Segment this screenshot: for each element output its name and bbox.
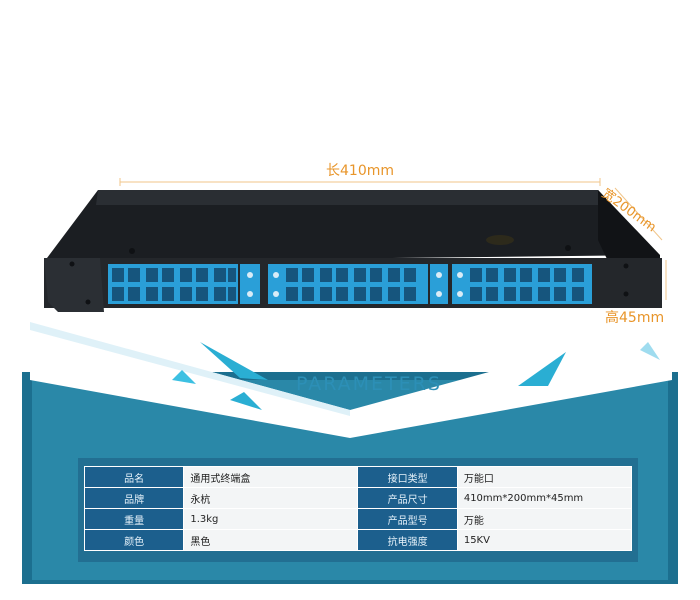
spec-key: 品牌: [83, 487, 185, 509]
port-group-3: [452, 264, 592, 304]
table-row: 品牌 永杭 产品尺寸 410mm*200mm*45mm: [83, 487, 633, 509]
spec-value: 15KV: [456, 529, 633, 551]
spec-value: 通用式终端盒: [183, 466, 359, 488]
dimension-length: 长410mm: [326, 163, 394, 179]
table-row: 重量 1.3kg 产品型号 万能: [83, 508, 633, 530]
deco-triangle-3: [230, 392, 262, 410]
spec-value: 万能口: [456, 466, 633, 488]
spec-key: 产品型号: [357, 508, 458, 530]
deco-triangle-5: [640, 342, 660, 360]
deco-triangle-2: [172, 370, 196, 384]
port-group-2: [268, 264, 428, 304]
mounting-ear-left: [44, 258, 104, 312]
spec-key: 接口类型: [357, 466, 458, 488]
spec-key: 抗电强度: [357, 529, 458, 551]
spec-value: 万能: [456, 508, 633, 530]
spec-value: 410mm*200mm*45mm: [456, 487, 633, 509]
deco-triangle-1: [200, 342, 268, 380]
table-row: 品名 通用式终端盒 接口类型 万能口: [83, 466, 633, 488]
dimension-height: 高45mm: [605, 310, 665, 326]
table-row: 颜色 黑色 抗电强度 15KV: [83, 529, 633, 551]
spec-table: 品名 通用式终端盒 接口类型 万能口 品牌 永杭 产品尺寸 410mm*200m…: [83, 466, 633, 551]
spec-key: 颜色: [83, 529, 185, 551]
spec-value: 1.3kg: [183, 508, 359, 530]
spec-key: 产品尺寸: [357, 487, 458, 509]
spec-value: 永杭: [183, 487, 359, 509]
spec-key: 重量: [83, 508, 185, 530]
deco-triangle-4: [518, 352, 566, 386]
spec-key: 品名: [83, 466, 185, 488]
spec-value: 黑色: [183, 529, 359, 551]
port-group-1: [108, 264, 238, 304]
parameters-title: PARAMETERS: [296, 373, 442, 395]
